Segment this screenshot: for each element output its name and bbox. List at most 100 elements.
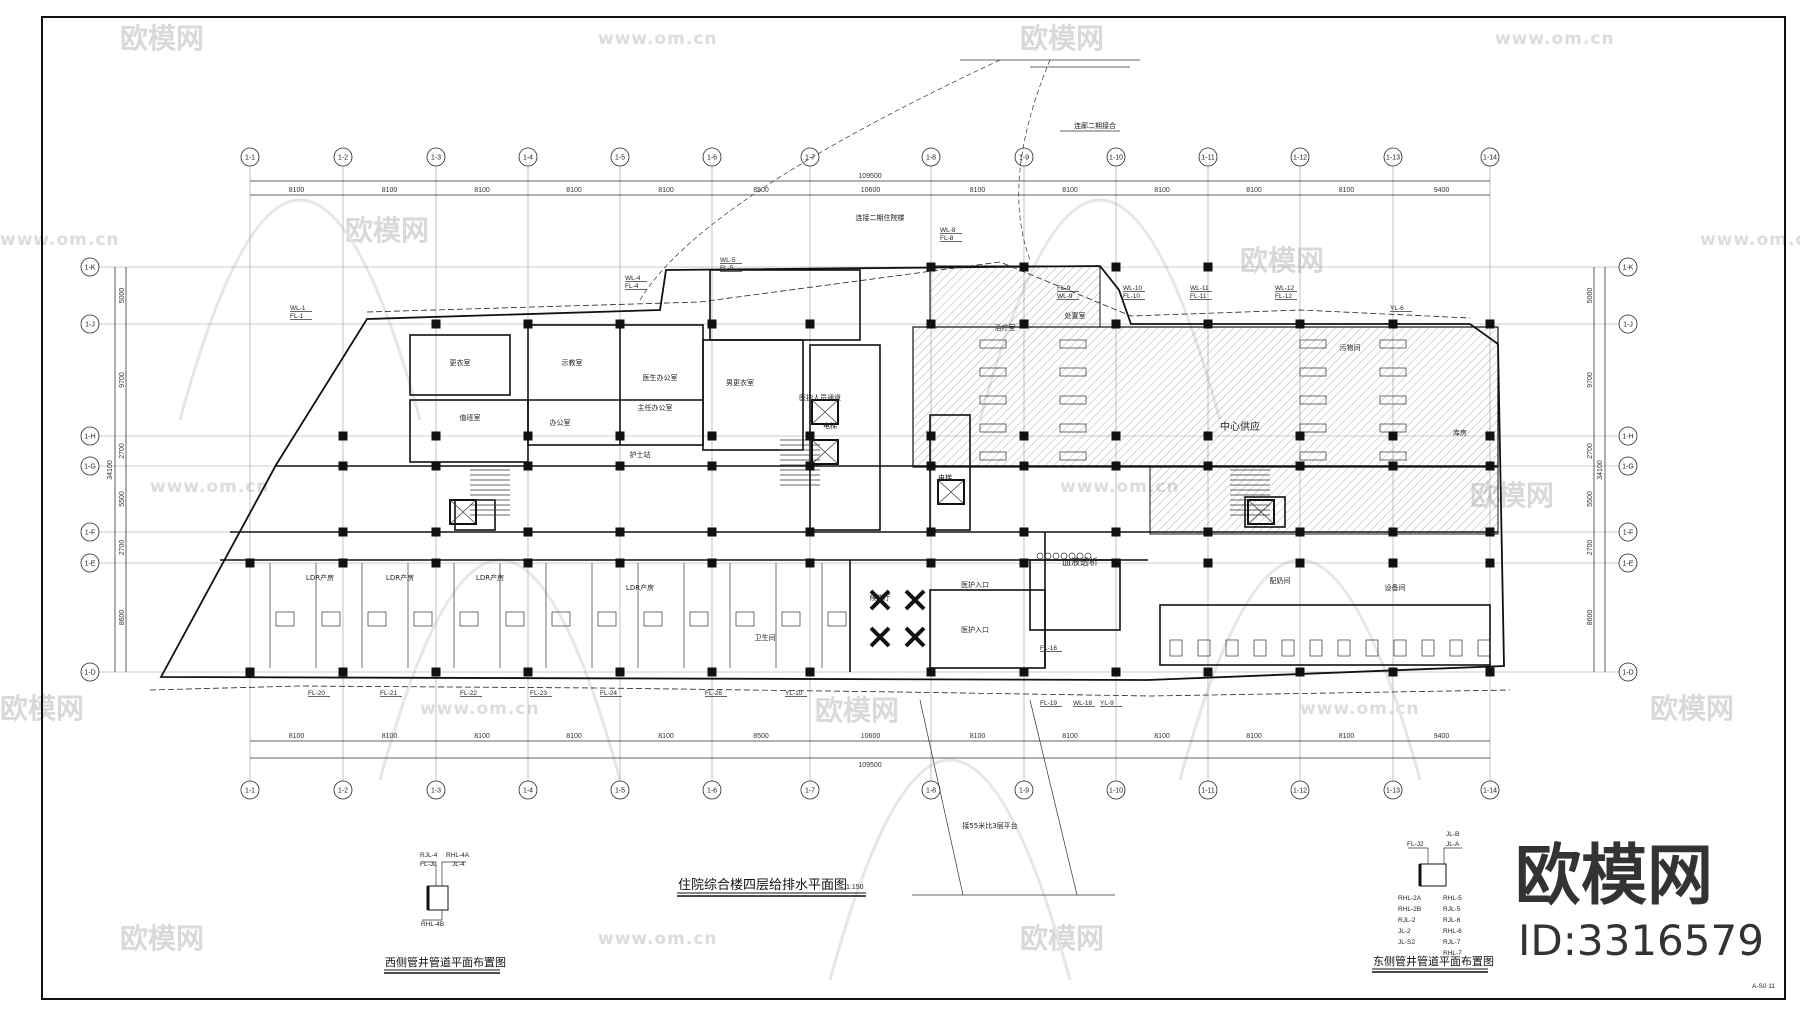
column-axis-bubble (1106, 780, 1126, 800)
span-dimension: 9400 (1434, 187, 1450, 194)
column (338, 667, 348, 677)
row-axis-label: 1-F (85, 530, 96, 537)
pipe-label: YL-10 (785, 690, 803, 697)
column-axis-bubble (1383, 780, 1403, 800)
column-axis-bubble (1480, 780, 1500, 800)
plumbing-fixtures (869, 552, 1092, 648)
pipe-label: WL-4 (625, 275, 641, 282)
pipe-label: FL-12 (1275, 293, 1292, 300)
column (1111, 558, 1121, 568)
column-axis-label: 1-1 (245, 155, 255, 162)
room-partitions (269, 339, 1491, 668)
pipe-label: YL-9 (1100, 700, 1114, 707)
column (1295, 461, 1305, 471)
shaft-label: RHL-6 (1443, 928, 1462, 935)
column-axis-label: 1-13 (1386, 788, 1400, 795)
column (1295, 431, 1305, 441)
column (1019, 431, 1029, 441)
elevator-shaft (811, 439, 839, 465)
column (1203, 667, 1213, 677)
watermark-url: www.om.cn (150, 477, 270, 497)
column-axis-bubble (518, 780, 538, 800)
equipment (1059, 339, 1087, 349)
row-axis-bubble (1618, 662, 1638, 682)
pipe-label: WL-18 (1073, 700, 1093, 707)
room-label: 处置室 (1065, 311, 1086, 320)
column (926, 262, 936, 272)
east-shaft-detail: FL-J2 JL-B JL-A 东侧管井管道平面布置图 RHL-2ARHL-2B… (1372, 831, 1494, 973)
bathroom (781, 611, 801, 627)
column (1203, 262, 1213, 272)
dialysis-bay (1253, 639, 1267, 657)
row-span-dimension: 9700 (119, 372, 126, 388)
row-axis-bubble (1618, 522, 1638, 542)
column (1388, 319, 1398, 329)
drawing-scale: 1:150 (846, 884, 864, 891)
column-axis-label: 1-1 (245, 788, 255, 795)
watermark-logo: 欧模网 (120, 22, 204, 55)
column-axis-label: 1-8 (926, 788, 936, 795)
chair (1052, 552, 1060, 560)
row-span-dimension: 9700 (1587, 372, 1594, 388)
span-dimension: 8100 (566, 733, 582, 740)
column (1019, 558, 1029, 568)
shaft-label: JL-B (1446, 831, 1459, 838)
pipe-label: FL-16 (1040, 645, 1057, 652)
column-axis-bubble (1290, 147, 1310, 167)
dialysis-bay (1169, 639, 1183, 657)
elevator-cross (449, 499, 477, 525)
column (707, 319, 717, 329)
bathroom (597, 611, 617, 627)
column (523, 319, 533, 329)
elevator-shaft (449, 499, 477, 525)
shaft-label: RHL-5 (1443, 895, 1462, 902)
bathroom (551, 611, 571, 627)
row-axis-bubble (1618, 456, 1638, 476)
overall-row-dimension: 34100 (1597, 460, 1604, 480)
column-axis-bubble (240, 147, 260, 167)
watermark-url: www.om.cn (598, 29, 718, 49)
shaft-label: RJL-6 (1443, 917, 1461, 924)
elevator-cross (937, 479, 965, 505)
span-dimension: 8100 (474, 187, 490, 194)
pipe-label: FL-8 (940, 235, 954, 242)
east-shaft-title: 东侧管井管道平面布置图 (1373, 954, 1494, 968)
span-dimension: 8100 (382, 187, 398, 194)
column-axis-label: 1-13 (1386, 155, 1400, 162)
building-outline (159, 265, 1505, 681)
column (1388, 667, 1398, 677)
chair (1036, 552, 1044, 560)
shaft-label: RJL-5 (1443, 906, 1461, 913)
elevator-shaft (1247, 499, 1275, 525)
row-span-dimension: 5500 (119, 491, 126, 507)
seating-cluster (904, 626, 926, 648)
watermark-logo: 欧模网 (1020, 22, 1104, 55)
column-axis-bubble (333, 780, 353, 800)
chair (1068, 552, 1076, 560)
column (707, 431, 717, 441)
shaft-label: RJL-4 (420, 852, 438, 859)
column-axis-label: 1-9 (1019, 788, 1029, 795)
span-dimension: 8100 (474, 733, 490, 740)
dialysis-bay (1337, 639, 1351, 657)
row-axis-bubble (1618, 314, 1638, 334)
shaft-label: JL-A (1446, 841, 1460, 848)
column (1295, 527, 1305, 537)
shaft-label: RHL-2B (1398, 906, 1421, 913)
column-axis-label: 1-12 (1293, 788, 1307, 795)
pipe-label: WL-11 (1190, 285, 1209, 292)
column-axis-label: 1-7 (805, 155, 815, 162)
column (805, 558, 815, 568)
column (245, 558, 255, 568)
column (523, 558, 533, 568)
column (431, 527, 441, 537)
row-axis-bubble (80, 456, 100, 476)
equipment (1059, 367, 1087, 377)
column (1203, 431, 1213, 441)
room-label: 卫生间 (755, 633, 776, 642)
room-label: 污物间 (1340, 343, 1361, 352)
column-axis-label: 1-5 (615, 788, 625, 795)
column (805, 667, 815, 677)
elevator-cross (811, 399, 839, 425)
